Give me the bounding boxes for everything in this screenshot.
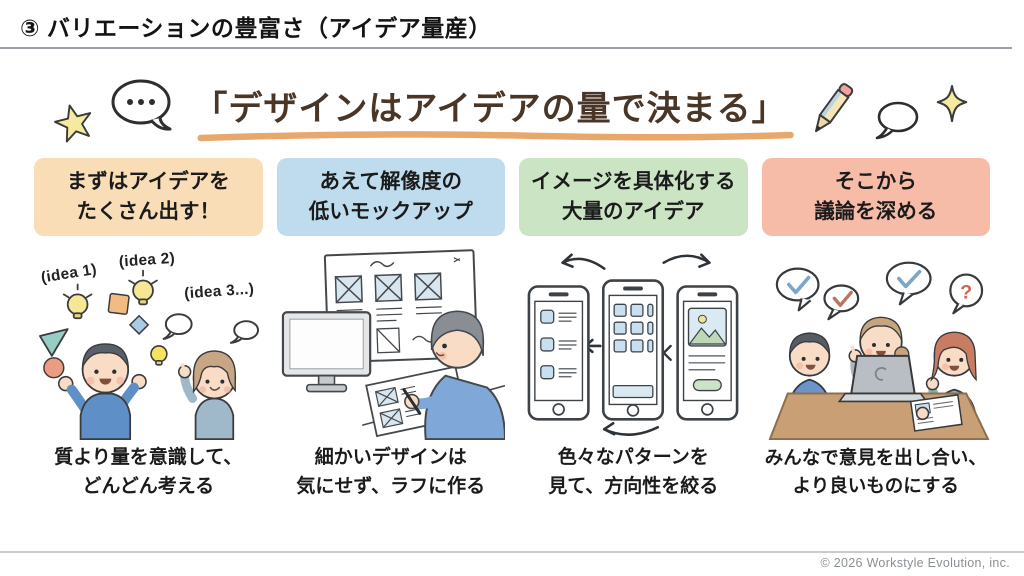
- ellipsis-speech-bubble-icon: [111, 79, 172, 131]
- smartphone-detail-mockup: [676, 285, 739, 421]
- square-shape: [107, 292, 130, 315]
- monitor-icon: [281, 311, 372, 393]
- check-speech-bubble-icon: [775, 267, 820, 312]
- pointing-hand: [915, 406, 930, 421]
- column-caption: 色々なパターンを 見て、方向性を絞る: [548, 447, 719, 497]
- illustration-sketching: [277, 244, 506, 440]
- column-header-box: イメージを具体化する 大量のアイデア: [519, 158, 748, 236]
- column-discussion: そこから 議論を深める: [761, 158, 991, 501]
- title-divider: [0, 47, 1012, 49]
- column-caption: 質より量を意識して、 どんどん考える: [54, 447, 243, 497]
- header-line: まずはアイデアを: [66, 170, 230, 194]
- three-phone-mockups-illustration: [527, 253, 739, 436]
- copyright-text: © 2026 Workstyle Evolution, inc.: [820, 556, 1010, 570]
- person-woman: [178, 350, 237, 440]
- lightbulb-icon: [150, 345, 168, 366]
- sparkle-icon: [936, 84, 967, 123]
- header-line: 低いモックアップ: [308, 200, 473, 223]
- illustration-discussion: ?: [762, 244, 991, 440]
- question-mark: ?: [960, 281, 972, 303]
- column-header-box: そこから 議論を深める: [761, 158, 990, 236]
- speech-bubble-icon: [875, 101, 918, 140]
- question-speech-bubble-icon: ?: [949, 273, 983, 315]
- lightbulb-icon: [128, 269, 159, 306]
- idea-label: (idea 2): [119, 250, 176, 271]
- column-caption: みんなで意見を出し合い、 より良いものにする: [764, 447, 987, 496]
- check-speech-bubble-icon: [885, 261, 932, 306]
- quote-text: 「デザインはアイデアの量で決まる」: [193, 89, 787, 128]
- speech-bubble-icon: [162, 313, 193, 341]
- team-discussion-illustration: ?: [768, 261, 990, 440]
- column-mockup: あえて解像度の 低いモックアップ: [276, 158, 506, 501]
- pencil-icon: [814, 83, 853, 133]
- star-icon: [54, 104, 92, 143]
- header-line: 大量のアイデア: [562, 200, 705, 223]
- column-patterns: イメージを具体化する 大量のアイデア: [519, 158, 748, 501]
- idea-label: (idea 1): [40, 261, 98, 287]
- header-line: 議論を深める: [814, 200, 938, 223]
- speech-bubble-icon: [230, 320, 260, 344]
- smartphone-grid-mockup: [602, 279, 665, 421]
- quote-underline: [197, 130, 795, 141]
- illustration-phones: [519, 244, 748, 440]
- column-ideas: まずはアイデアを たくさん出す！ (idea 1) (idea 2) (idea…: [34, 158, 263, 501]
- header-line: イメージを具体化する: [530, 170, 736, 194]
- header-line: そこから: [834, 170, 917, 194]
- person-man: [58, 343, 148, 440]
- person-sketching-wireframes-illustration: [281, 249, 505, 440]
- header-line: あえて解像度の: [319, 170, 462, 194]
- main-quote: 「デザインはアイデアの量で決まる」: [189, 81, 795, 141]
- column-header-box: まずはアイデアを たくさん出す！: [34, 158, 263, 236]
- circle-shape: [43, 357, 65, 379]
- header-line: たくさん出す！: [76, 200, 221, 223]
- quote-row: 「デザインはアイデアの量で決まる」: [0, 66, 1024, 154]
- column-header-box: あえて解像度の 低いモックアップ: [276, 158, 505, 236]
- smartphone-list-mockup: [527, 285, 590, 421]
- illustration-brainstorming: (idea 1) (idea 2) (idea 3...): [34, 244, 263, 440]
- footer-divider: [0, 551, 1024, 553]
- page-title: ③ バリエーションの豊富さ（アイデア量産）: [20, 15, 492, 41]
- person-designer: [402, 310, 505, 440]
- check-speech-bubble-icon: [823, 284, 859, 321]
- column-caption: 細かいデザインは 気にせず、ラフに作る: [296, 447, 486, 497]
- triangle-shape: [39, 328, 69, 357]
- lightbulb-icon: [63, 283, 93, 320]
- columns-grid: まずはアイデアを たくさん出す！ (idea 1) (idea 2) (idea…: [34, 158, 990, 501]
- diamond-shape: [129, 314, 150, 336]
- two-people-brainstorming-illustration: (idea 1) (idea 2) (idea 3...): [39, 250, 260, 440]
- idea-label: (idea 3...): [184, 281, 255, 303]
- laptop-icon: [837, 354, 928, 403]
